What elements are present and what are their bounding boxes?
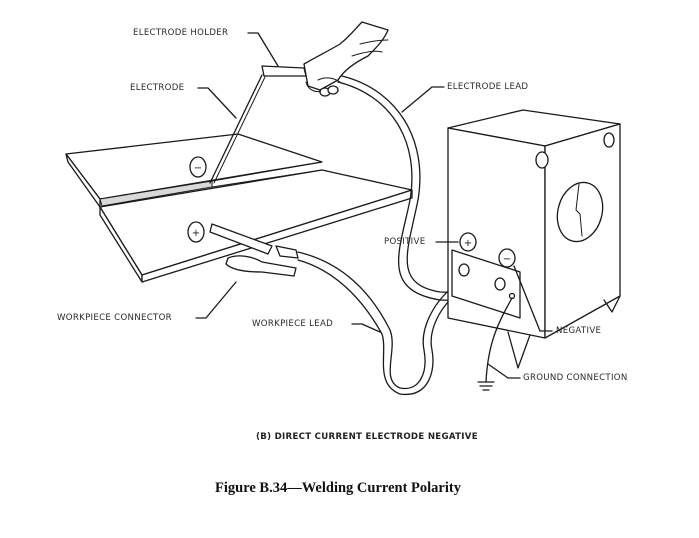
gauge-icon <box>603 132 615 148</box>
ground-icon <box>477 297 513 391</box>
figure-subtitle: (B) DIRECT CURRENT ELECTRODE NEGATIVE <box>256 432 478 442</box>
workpiece-clamp <box>209 223 299 277</box>
label-workpiece-connector: WORKPIECE CONNECTOR <box>57 313 172 323</box>
label-positive: POSITIVE <box>384 237 426 247</box>
label-electrode: ELECTRODE <box>130 83 185 93</box>
label-workpiece-lead: WORKPIECE LEAD <box>252 319 334 329</box>
electrode-holder <box>261 21 389 97</box>
plus-symbol: + <box>192 228 200 239</box>
dial-icon <box>556 181 604 243</box>
leader-lines <box>195 32 553 379</box>
gauge-icon <box>535 151 549 169</box>
plus-symbol: + <box>464 238 472 249</box>
workpiece-plate-positive-symbol: + <box>187 221 205 243</box>
figure-caption: Figure B.34—Welding Current Polarity <box>215 480 461 496</box>
power-source: + − <box>447 109 621 369</box>
minus-symbol: − <box>194 163 202 174</box>
label-negative: NEGATIVE <box>556 326 602 336</box>
label-electrode-lead: ELECTRODE LEAD <box>447 82 529 92</box>
label-electrode-holder: ELECTRODE HOLDER <box>133 28 229 38</box>
electrode-rod <box>209 74 266 184</box>
label-ground-connection: GROUND CONNECTION <box>523 373 628 383</box>
minus-symbol: − <box>503 254 511 265</box>
workpiece-plates <box>65 133 413 283</box>
electrode-plate-negative-symbol: − <box>189 156 207 178</box>
